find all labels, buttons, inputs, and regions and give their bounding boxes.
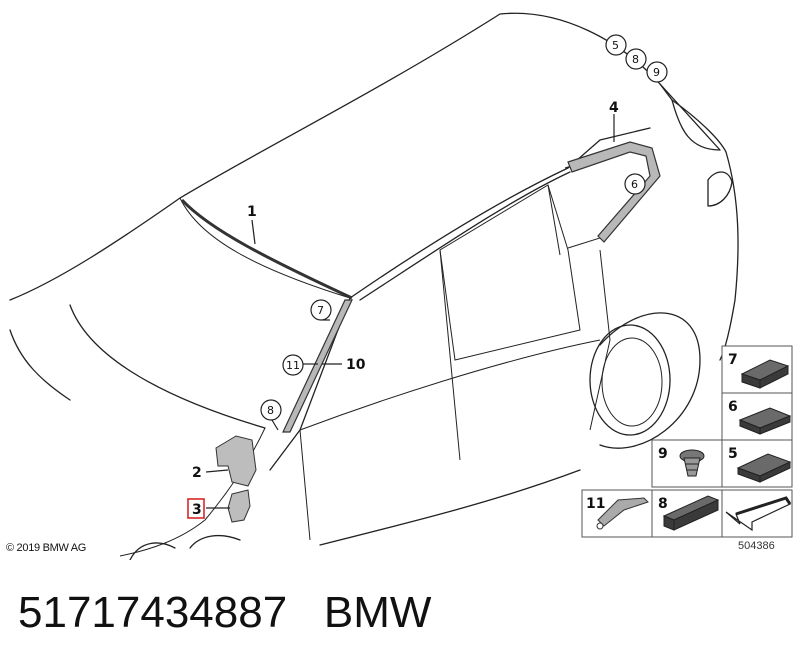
parts-legend: 7 6 9 5: [581, 345, 793, 538]
callout-3-highlight: [187, 498, 205, 519]
svg-text:11: 11: [586, 496, 605, 512]
svg-text:8: 8: [632, 53, 639, 66]
svg-text:5: 5: [728, 446, 738, 462]
callout-2: 2: [192, 465, 202, 481]
svg-text:8: 8: [267, 404, 274, 417]
svg-text:6: 6: [631, 178, 638, 191]
legend-cell-arrow: [721, 489, 793, 538]
drawing-number: 504386: [738, 540, 775, 552]
callout-10: 10: [346, 357, 366, 373]
callout-circle-8-bottom: 8: [260, 399, 282, 421]
copyright-text: © 2019 BMW AG: [6, 542, 87, 554]
part-number: 51717434887: [18, 588, 288, 637]
legend-cell-9: 9: [651, 439, 723, 488]
bracket-part-3: [227, 489, 251, 523]
bracket-part-2: [215, 435, 257, 487]
callout-circle-5: 5: [605, 34, 627, 56]
svg-text:7: 7: [317, 304, 324, 317]
parts-diagram: 1 2 3 4 10 5 8 9 6 7 11 8 7: [9, 12, 793, 560]
svg-text:7: 7: [728, 352, 738, 368]
callout-circle-6: 6: [624, 173, 646, 195]
windshield-trim-part: [180, 198, 353, 300]
a-pillar-trim-part: [282, 299, 353, 433]
callout-circle-11: 11: [282, 354, 304, 376]
svg-text:8: 8: [658, 496, 668, 512]
svg-text:9: 9: [653, 66, 660, 79]
leader-lines: [205, 114, 615, 509]
svg-text:9: 9: [658, 446, 668, 462]
callout-circle-7: 7: [310, 299, 332, 321]
rear-window-trim-part: [567, 141, 661, 243]
svg-text:11: 11: [286, 359, 300, 372]
svg-text:6: 6: [728, 399, 738, 415]
caption: 51717434887 BMW: [18, 588, 431, 638]
car-outline: [9, 12, 739, 560]
callout-circle-8-top: 8: [625, 48, 647, 70]
brand-name: BMW: [323, 588, 432, 637]
legend-cell-5: 5: [721, 439, 793, 488]
callout-1: 1: [247, 204, 257, 220]
svg-text:5: 5: [612, 39, 619, 52]
callout-3: 3: [192, 502, 202, 518]
legend-cell-7: 7: [721, 345, 793, 394]
legend-cell-11: 11: [581, 489, 653, 538]
callout-4: 4: [609, 100, 619, 116]
legend-cell-8: 8: [651, 489, 723, 538]
callout-circle-9: 9: [646, 61, 668, 83]
legend-cell-6: 6: [721, 392, 793, 441]
